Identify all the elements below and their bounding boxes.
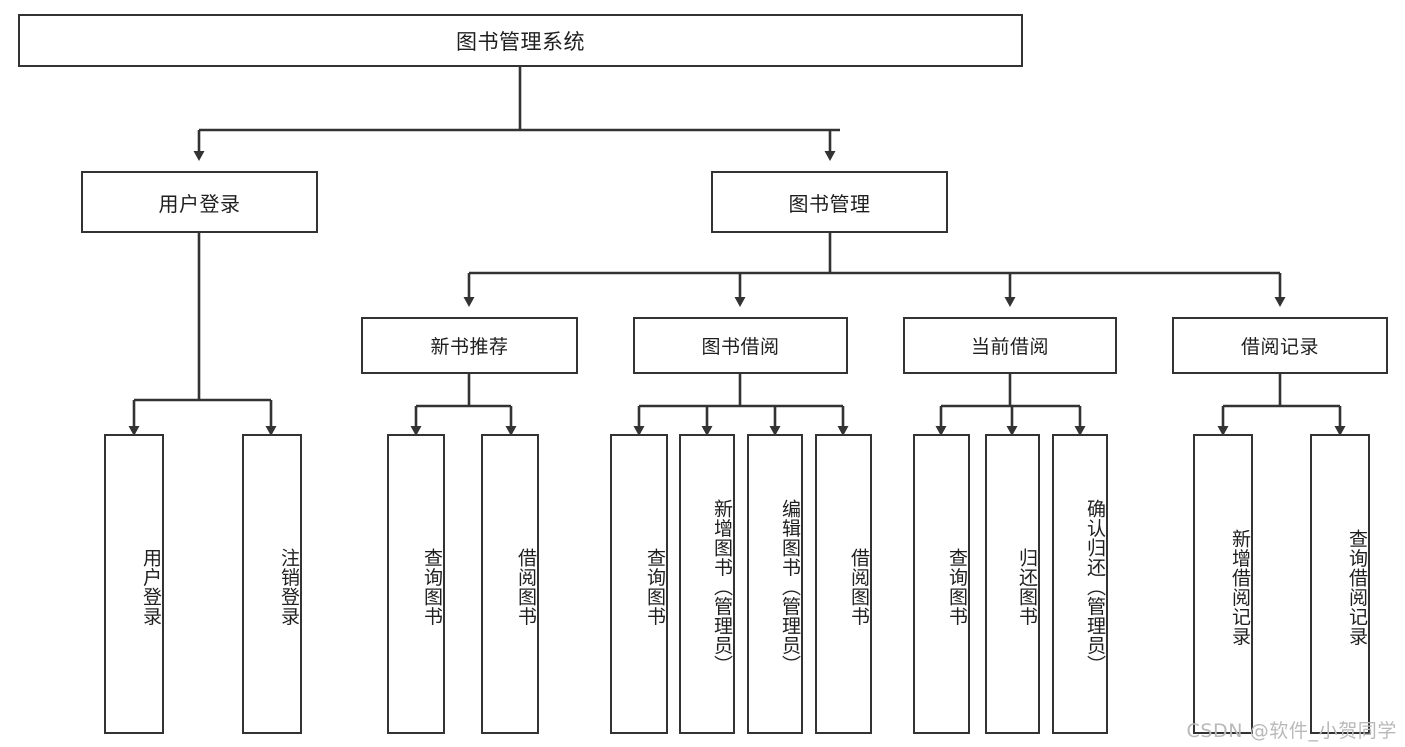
node-leaf-confirm-return[interactable]: 确认归还（管理员） — [1052, 434, 1108, 734]
node-leaf-edit-book[interactable]: 编辑图书（管理员） — [747, 434, 803, 734]
node-new-book-recommend[interactable]: 新书推荐 — [361, 317, 578, 374]
node-borrow-record[interactable]: 借阅记录 — [1172, 317, 1388, 374]
node-book-management-label: 图书管理 — [788, 191, 871, 216]
node-leaf-query-book-3[interactable]: 查询图书 — [913, 434, 970, 734]
node-leaf-borrow-book-2[interactable]: 借阅图书 — [815, 434, 872, 734]
node-leaf-user-login-label: 用户登录 — [140, 548, 162, 626]
node-borrow-record-label: 借阅记录 — [1240, 336, 1319, 358]
node-leaf-borrow-book-1-label: 借阅图书 — [515, 548, 537, 626]
watermark: CSDN @软件_小贺同学 — [1186, 720, 1397, 742]
node-leaf-query-book-1[interactable]: 查询图书 — [387, 434, 445, 734]
node-leaf-return-book[interactable]: 归还图书 — [985, 434, 1040, 734]
node-book-borrow-label: 图书借阅 — [701, 336, 780, 358]
node-new-book-recommend-label: 新书推荐 — [430, 336, 509, 358]
node-root-label: 图书管理系统 — [456, 29, 585, 54]
node-leaf-query-book-1-label: 查询图书 — [421, 548, 443, 626]
node-leaf-query-book-2-label: 查询图书 — [644, 548, 666, 626]
node-leaf-borrow-book-2-label: 借阅图书 — [848, 548, 870, 626]
node-leaf-user-login[interactable]: 用户登录 — [104, 434, 164, 734]
node-user-login[interactable]: 用户登录 — [81, 171, 318, 233]
node-leaf-add-record[interactable]: 新增借阅记录 — [1193, 434, 1253, 734]
node-current-borrow[interactable]: 当前借阅 — [903, 317, 1117, 374]
node-leaf-add-book[interactable]: 新增图书（管理员） — [679, 434, 735, 734]
node-leaf-logout-login[interactable]: 注销登录 — [242, 434, 302, 734]
node-leaf-edit-book-label: 编辑图书（管理员） — [779, 499, 801, 675]
node-leaf-query-book-2[interactable]: 查询图书 — [610, 434, 668, 734]
node-current-borrow-label: 当前借阅 — [970, 336, 1049, 358]
node-book-borrow[interactable]: 图书借阅 — [633, 317, 848, 374]
node-user-login-label: 用户登录 — [158, 191, 241, 216]
node-leaf-add-book-label: 新增图书（管理员） — [711, 499, 733, 675]
node-leaf-return-book-label: 归还图书 — [1016, 548, 1038, 626]
node-root[interactable]: 图书管理系统 — [18, 14, 1023, 67]
node-leaf-query-record[interactable]: 查询借阅记录 — [1310, 434, 1370, 734]
node-book-management[interactable]: 图书管理 — [711, 171, 948, 233]
node-leaf-logout-login-label: 注销登录 — [278, 548, 300, 626]
node-leaf-add-record-label: 新增借阅记录 — [1229, 528, 1251, 646]
node-leaf-query-record-label: 查询借阅记录 — [1346, 528, 1368, 646]
node-leaf-borrow-book-1[interactable]: 借阅图书 — [481, 434, 539, 734]
node-leaf-query-book-3-label: 查询图书 — [946, 548, 968, 626]
node-leaf-confirm-return-label: 确认归还（管理员） — [1084, 499, 1106, 675]
